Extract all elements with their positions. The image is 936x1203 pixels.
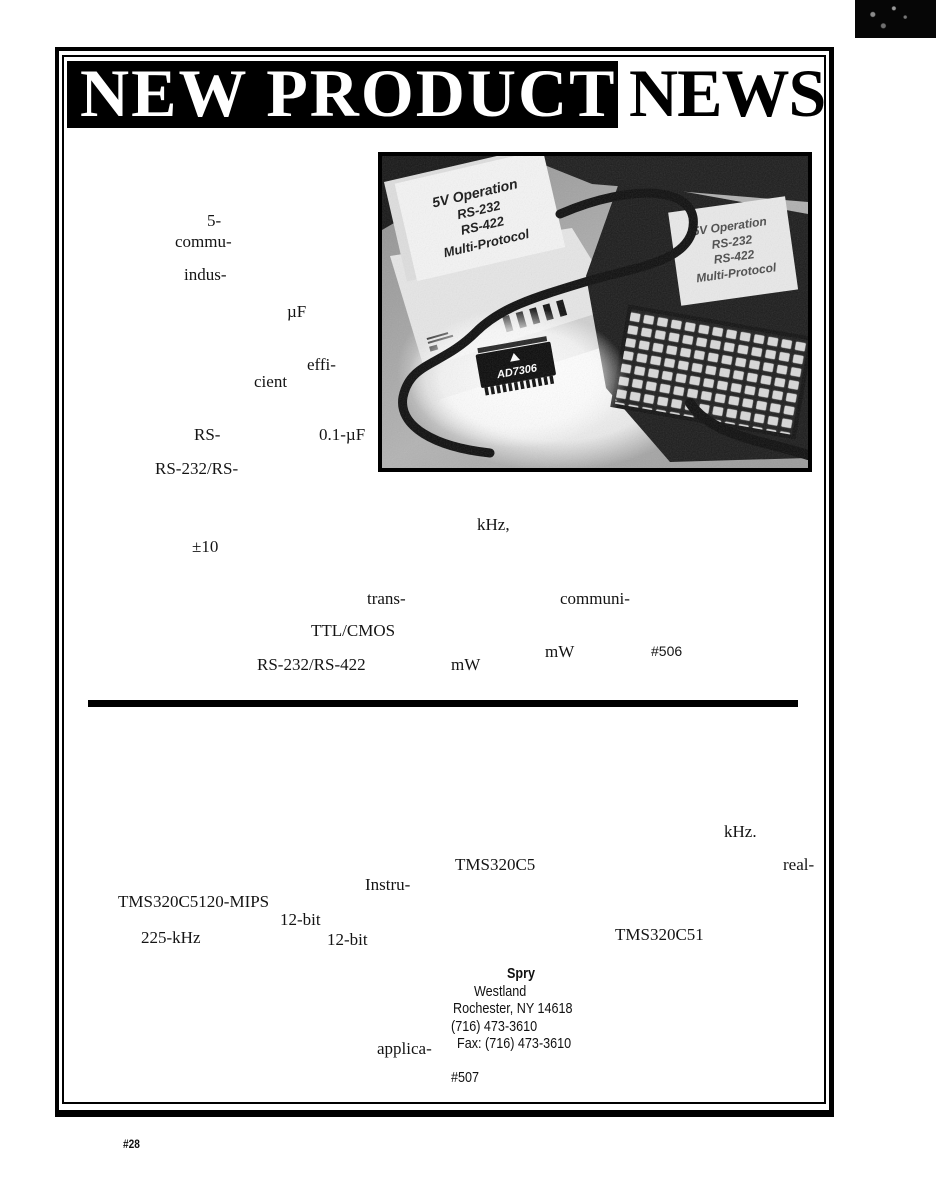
contact-phone: (716) 473-3610	[451, 1018, 538, 1035]
page-border-inner	[62, 55, 826, 1104]
product-photo: 5V Operation RS-232 RS-422 Multi-Protoco…	[378, 152, 812, 472]
page-reader-number: #28	[123, 1139, 140, 1151]
contact-company: Spry	[507, 965, 536, 982]
masthead-title-highlight: NEW PRODUCT	[80, 55, 617, 131]
photo-grain-overlay	[382, 156, 808, 468]
reader-service-number: #507	[451, 1069, 480, 1086]
masthead-title-rest: NEWS	[629, 55, 826, 131]
page-border-outer	[55, 47, 834, 1117]
product-photo-art: 5V Operation RS-232 RS-422 Multi-Protoco…	[382, 156, 808, 468]
masthead-highlight-band: NEW PRODUCT	[67, 55, 618, 131]
contact-fax: Fax: (716) 473-3610	[457, 1035, 572, 1052]
contact-address-line2: Rochester, NY 14618	[453, 1000, 573, 1017]
scan-corner-mark	[855, 0, 936, 38]
section-divider	[88, 700, 798, 707]
contact-address-line1: Westland	[474, 983, 527, 1000]
